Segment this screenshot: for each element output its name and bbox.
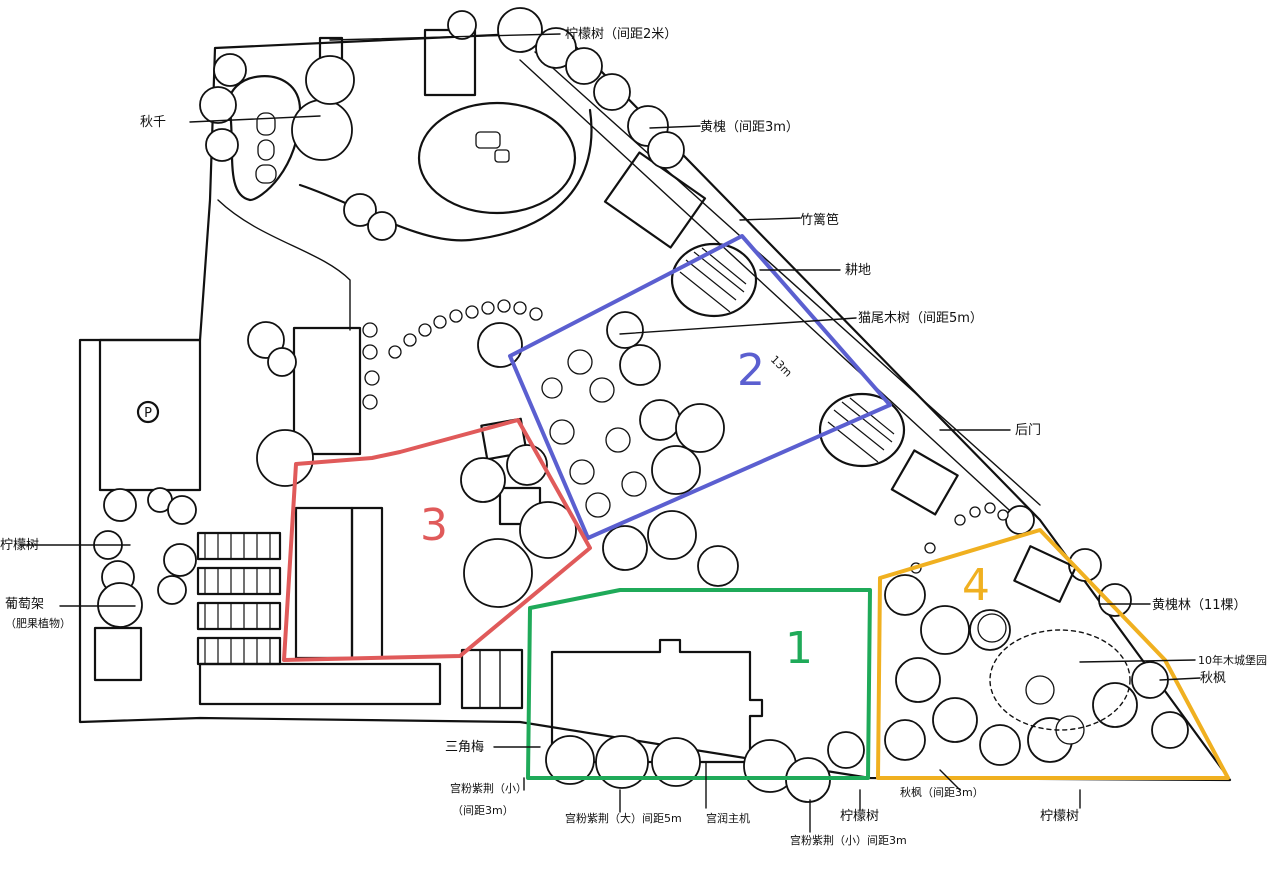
zone-3-number: 3 xyxy=(420,500,448,551)
label-lemon-left: 柠檬树 xyxy=(0,538,39,553)
zone-outlines xyxy=(282,234,1230,780)
label-bamboo-fence: 竹篱笆 xyxy=(800,212,839,228)
leader-lines xyxy=(19,33,1201,833)
farmland-plots xyxy=(670,242,959,516)
west-section: P xyxy=(93,326,524,710)
label-lemon-bottom-mid: 柠檬树 xyxy=(840,809,879,824)
label-swing: 秋千 xyxy=(140,115,166,130)
label-grape-2: （肥果植物） xyxy=(5,616,71,630)
zone4-ring-path xyxy=(989,545,1131,731)
label-spacing-3m: （间距3m） xyxy=(452,804,514,817)
zone-1-outline xyxy=(526,588,872,780)
label-bougainvillea-small-1: 宫粉紫荆（小） xyxy=(450,781,527,795)
label-side-gate: 后门 xyxy=(1015,423,1041,438)
zone-1-number: 1 xyxy=(785,623,813,674)
label-tree-5m: 猫尾木树（间距5m） xyxy=(858,311,983,326)
label-farmland: 耕地 xyxy=(845,262,871,278)
zone-2-outline xyxy=(508,234,892,540)
parking-label: P xyxy=(144,406,152,421)
plan-labels: 柠檬树（间距2米） 秋千 黄槐（间距3m） 竹篱笆 耕地 猫尾木树（间距5m） … xyxy=(0,27,1267,847)
label-palace-tree: 宫润主机 xyxy=(706,811,750,825)
zone-4-outline xyxy=(876,528,1230,780)
planting-beds xyxy=(196,531,282,666)
zone-4-number: 4 xyxy=(962,560,990,611)
label-huanghuai-3m: 黄槐（间距3m） xyxy=(700,119,799,135)
label-huanghuai-grove: 黄槐林（11棵） xyxy=(1152,597,1247,613)
shrub-edging xyxy=(362,299,1009,574)
zone-2-number: 2 xyxy=(737,345,765,396)
label-bougainvillea-big: 宫粉紫荆（大）间距5m xyxy=(565,811,682,825)
label-sanyeqiao: 三角梅 xyxy=(445,740,484,755)
label-lemon-top: 柠檬树（间距2米） xyxy=(565,27,677,42)
zone-3-outline xyxy=(282,418,592,662)
label-grape-1: 葡萄架 xyxy=(5,597,44,612)
zone-numbers: 1 2 3 4 xyxy=(420,345,990,674)
label-dim-13m: 13m xyxy=(768,353,795,380)
label-autumn-maple-3m: 秋枫（间距3m） xyxy=(900,785,984,799)
label-ten-year: 10年木城堡园 xyxy=(1198,653,1267,667)
label-lemon-bottom-right: 柠檬树 xyxy=(1040,809,1079,824)
label-autumn-maple: 秋枫 xyxy=(1200,671,1226,686)
label-bougainvillea-small-2: 宫粉紫荆（小）间距3m xyxy=(790,833,907,847)
